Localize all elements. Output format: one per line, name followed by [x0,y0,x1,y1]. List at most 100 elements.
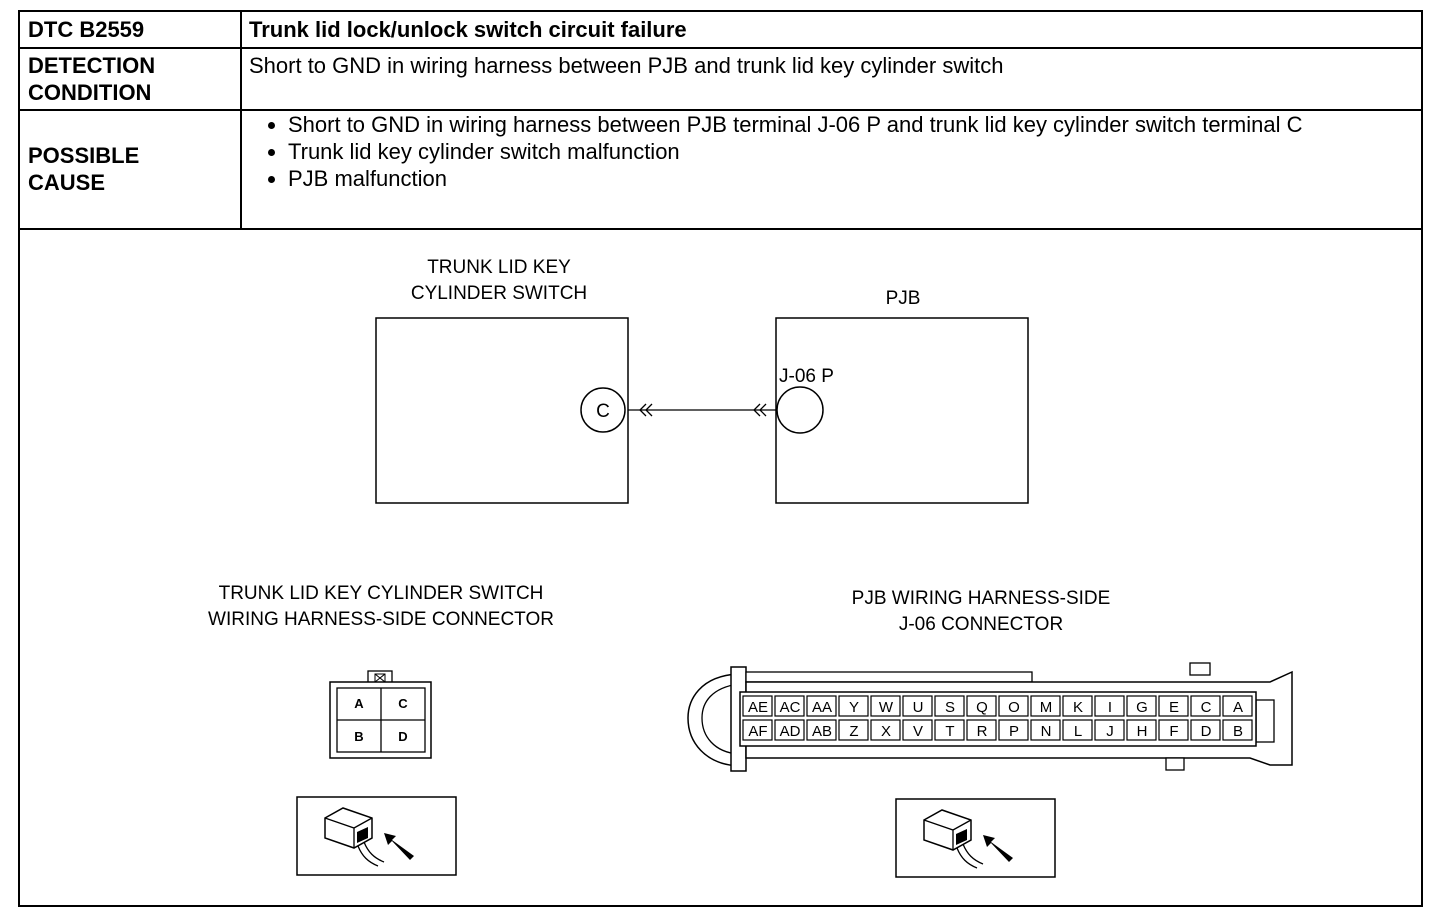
connector2-pin-cell [1190,695,1221,717]
connector2-pin-ad: AD [780,723,801,740]
pjb-label: PJB [886,288,921,309]
connector2-pin-cell [998,695,1029,717]
connector1-view-direction-icon [296,796,457,876]
connector2-pin-q: Q [976,699,988,716]
row-divider [20,109,1421,111]
connector2-pin-j: J [1106,723,1114,740]
connector2-pin-cell [998,719,1029,741]
connector2-pin-cell [1030,719,1061,741]
connector2-pin-c: C [1201,699,1212,716]
connector2-pin-f: F [1169,723,1178,740]
connector2-pin-w: W [879,699,894,716]
connector2-pin-x: X [881,723,891,740]
cause-item: Trunk lid key cylinder switch malfunctio… [288,138,1418,165]
pjb-terminal-circle [776,386,824,434]
detection-condition-text: Short to GND in wiring harness between P… [249,53,1004,78]
row-divider [20,228,1421,230]
connector2-pin-cell [742,719,773,741]
row-divider [20,47,1421,49]
wire-connector-mark-right [753,403,767,417]
cause-label-line2: CAUSE [28,170,106,195]
connector2-pin-cell [966,719,997,741]
connector2-pin-cell [902,695,933,717]
connector2-pin-cell [838,695,869,717]
connector2-pin-u: U [913,699,924,716]
connector1-pin-d: D [398,729,407,744]
connector2-pin-g: G [1136,699,1148,716]
connector2-pin-af: AF [748,723,767,740]
connector1-pin-a: A [354,696,364,711]
connector2-pin-e: E [1169,699,1179,716]
connector2-pin-cell [1222,719,1253,741]
connector2-pin-cell [934,695,965,717]
connector2-pin-aa: AA [812,699,832,716]
connector2-pin-t: T [945,723,954,740]
connector2-pin-cell [870,695,901,717]
connector2-pin-cell [1062,695,1093,717]
connector1-title-line1: TRUNK LID KEY CYLINDER SWITCH [219,583,544,604]
connector2-pin-cell [1158,719,1189,741]
connector2-pin-cell [1094,695,1125,717]
connector2-pin-v: V [913,723,923,740]
connector2-pin-a: A [1233,699,1243,716]
connector2-pin-cell [1094,719,1125,741]
switch-label-line1: TRUNK LID KEY [427,257,571,278]
connector1-pin-b: B [354,729,363,744]
connector1-face: A C B D [329,670,432,759]
connector1-title-line2: WIRING HARNESS-SIDE CONNECTOR [208,609,554,630]
connector2-pin-h: H [1137,723,1148,740]
connector2-pin-s: S [945,699,955,716]
dtc-title: Trunk lid lock/unlock switch circuit fai… [249,17,687,42]
column-divider [240,12,242,228]
cause-label-line1: POSSIBLE [28,143,140,168]
connector2-pin-cell [806,695,837,717]
connector2-pin-ac: AC [780,699,801,716]
connector2-pin-cell [774,719,805,741]
dtc-table-frame: DTC B2559 Trunk lid lock/unlock switch c… [18,10,1423,907]
connector2-pin-l: L [1074,723,1082,740]
connector2-pin-cell [902,719,933,741]
connector2-pin-cell [1126,695,1157,717]
connector2-pin-b: B [1233,723,1243,740]
connector2-pin-cell [1190,719,1221,741]
connector2-title-line1: PJB WIRING HARNESS-SIDE [852,588,1111,609]
connector2-title-line2: J-06 CONNECTOR [899,614,1063,635]
connector2-pin-m: M [1040,699,1053,716]
connector1-pin-c: C [398,696,408,711]
connector2-pin-k: K [1073,699,1083,716]
connector2-pin-cell [806,719,837,741]
cause-item: PJB malfunction [288,165,1418,192]
connector2-pin-cell [1158,695,1189,717]
connector2-pin-cell [1222,695,1253,717]
connector2-pin-z: Z [849,723,858,740]
cause-item: Short to GND in wiring harness between P… [288,111,1418,138]
connector2-pin-cell [966,695,997,717]
connector2-pin-cell [1126,719,1157,741]
connector2-pin-cell [1030,695,1061,717]
wire-connector-mark-left [639,403,653,417]
connector2-pin-r: R [977,723,988,740]
connector2-pin-n: N [1041,723,1052,740]
connector2-pin-ab: AB [812,723,832,740]
connector2-pin-cell [934,719,965,741]
connector2-pin-ae: AE [748,699,768,716]
detection-label-line1: DETECTION [28,53,156,78]
dtc-code: DTC B2559 [28,17,145,42]
connector2-pin-d: D [1201,723,1212,740]
switch-terminal-label: C [596,401,610,422]
connector2-pin-cell [1062,719,1093,741]
detection-label-line2: CONDITION [28,80,152,105]
pjb-terminal-label: J-06 P [779,366,834,387]
connector2-pin-o: O [1008,699,1020,716]
connector2-pin-cell [838,719,869,741]
connector2-pin-y: Y [849,699,859,716]
connector2-pin-cell [742,695,773,717]
possible-cause-list: Short to GND in wiring harness between P… [248,111,1418,192]
switch-terminal-circle [580,387,626,433]
connector2-pin-p: P [1009,723,1019,740]
switch-label-line2: CYLINDER SWITCH [411,283,587,304]
connector2-pin-cell [774,695,805,717]
